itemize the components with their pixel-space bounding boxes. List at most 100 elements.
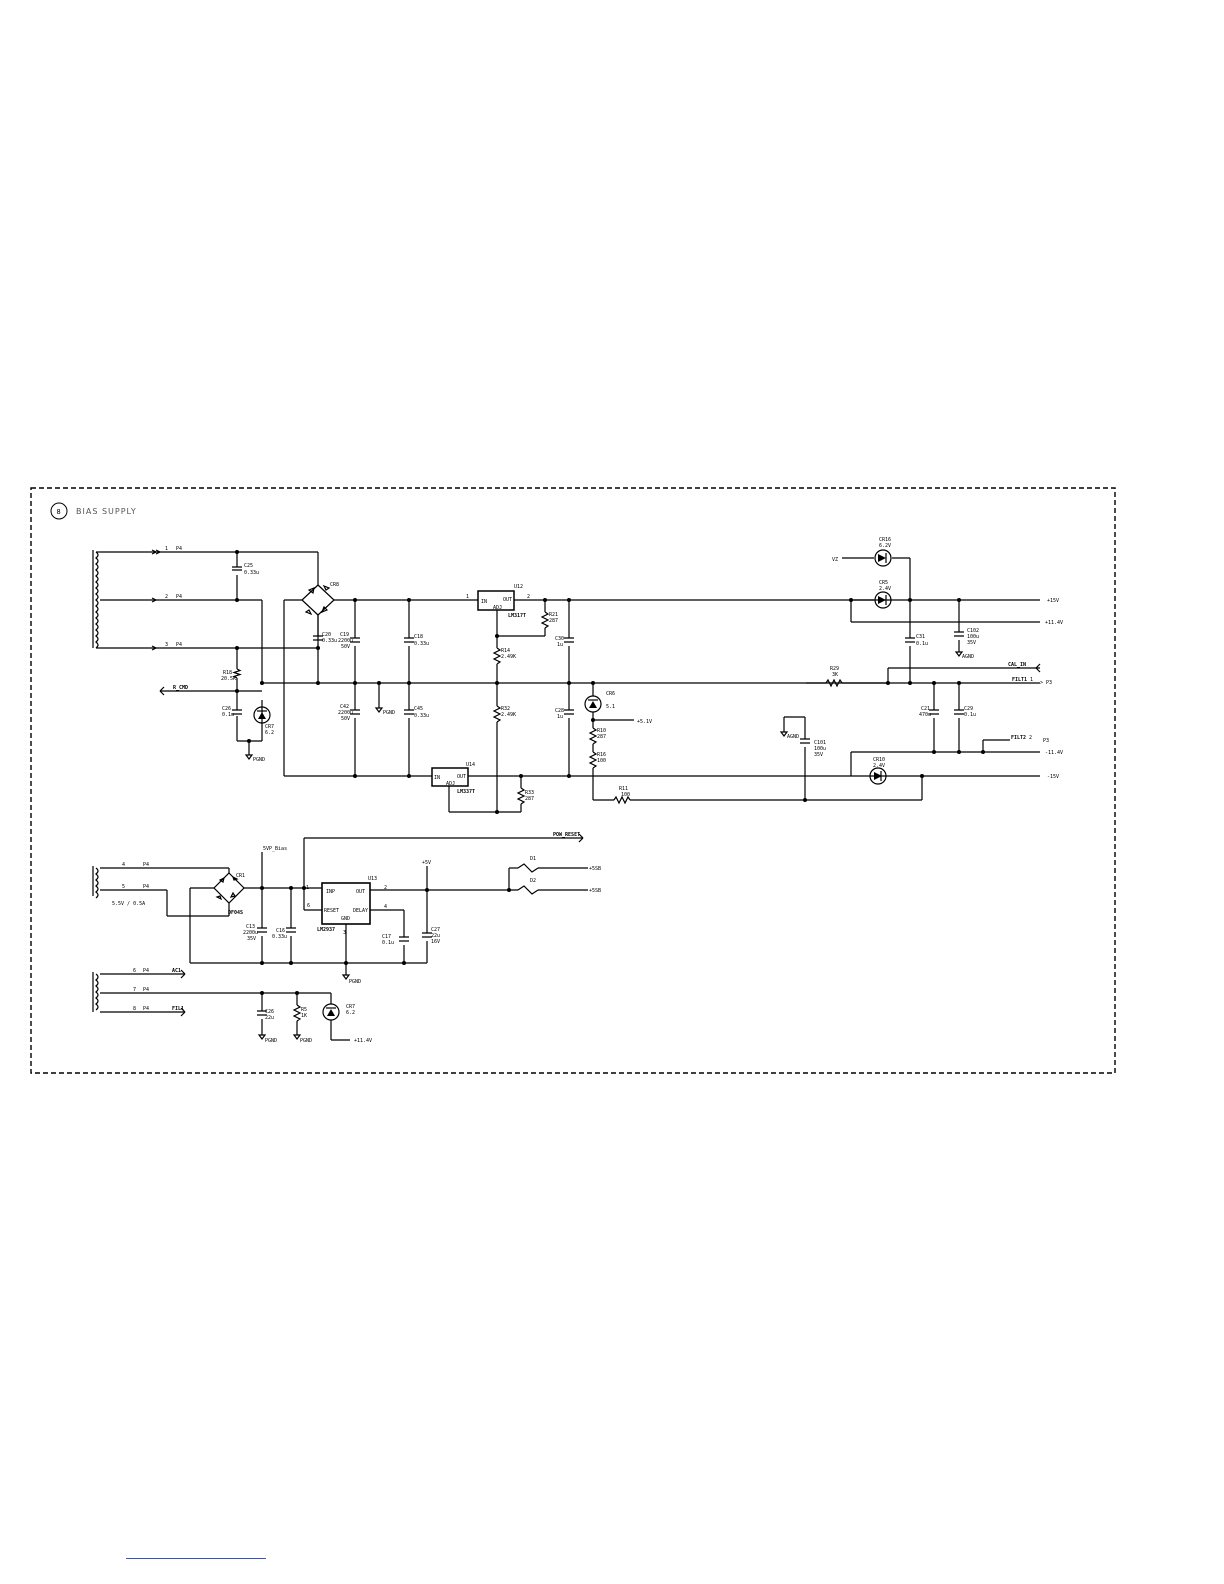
svg-text:-> P3: -> P3 (1037, 680, 1052, 686)
svg-text:C28: C28 (555, 708, 564, 714)
lower-components: C13 2200u 35V C16 0.33u C17 0.1u C27 22u… (243, 856, 539, 1022)
svg-text:CR7: CR7 (346, 1004, 355, 1010)
svg-text:CR5: CR5 (879, 580, 888, 586)
svg-text:5VP_Bias: 5VP_Bias (263, 846, 287, 852)
svg-text:ADJ: ADJ (493, 605, 502, 611)
section-number: 8 (57, 508, 61, 516)
svg-text:0.1u: 0.1u (382, 940, 394, 946)
svg-text:INP: INP (326, 889, 335, 895)
svg-text:R21: R21 (549, 612, 558, 618)
svg-text:C30: C30 (555, 636, 564, 642)
regulator-u13: INP GND OUT RESET DELAY GND U13 LM2937 (317, 876, 377, 933)
svg-text:DF04S: DF04S (228, 910, 243, 916)
svg-text:2.4V: 2.4V (873, 763, 885, 769)
svg-text:4: 4 (384, 904, 387, 910)
svg-text:C17: C17 (382, 934, 391, 940)
svg-text:LM317T: LM317T (508, 613, 526, 619)
section-title: BIAS SUPPLY (76, 507, 137, 516)
svg-text:1: 1 (165, 546, 168, 552)
svg-text:+11.4V: +11.4V (1045, 620, 1063, 626)
svg-text:C27: C27 (431, 927, 440, 933)
svg-text:PGND: PGND (383, 710, 395, 716)
svg-text:50V: 50V (341, 716, 350, 722)
bridge-cr1: CR1 DF04S (213, 872, 245, 916)
svg-text:0.33u: 0.33u (414, 713, 429, 719)
svg-text:35V: 35V (247, 936, 256, 942)
regulator-u14: IN OUT ADJ U14 LM337T (431, 762, 475, 795)
svg-text:1: 1 (1030, 677, 1033, 683)
svg-text:+5V: +5V (422, 860, 431, 866)
svg-text:C101: C101 (814, 740, 826, 746)
svg-text:FIL1: FIL1 (172, 1006, 184, 1012)
svg-text:100: 100 (597, 758, 606, 764)
svg-text:+5SB: +5SB (589, 888, 601, 894)
svg-text:U12: U12 (514, 584, 523, 590)
svg-text:2.49K: 2.49K (501, 712, 516, 718)
section-number-circle (50, 502, 68, 520)
svg-text:+5SB: +5SB (589, 866, 601, 872)
svg-text:6.2: 6.2 (265, 730, 274, 736)
svg-text:PGND: PGND (349, 979, 361, 985)
svg-text:0.33u: 0.33u (272, 934, 287, 940)
svg-text:287: 287 (597, 734, 606, 740)
svg-text:0.33u: 0.33u (322, 638, 337, 644)
upper-connectors: 1 P4 2 P4 3 P4 (151, 546, 182, 651)
svg-text:CR6: CR6 (606, 691, 615, 697)
svg-text:P4: P4 (143, 884, 149, 890)
svg-text:3K: 3K (832, 672, 838, 678)
svg-text:POW_RESET: POW_RESET (553, 832, 580, 838)
svg-text:AGND: AGND (787, 734, 799, 740)
upper-zeners: CR16 6.2V CR5 2.4V CR6 5.1 CR7 6.2 CR10 … (253, 537, 892, 785)
svg-text:0.33u: 0.33u (414, 641, 429, 647)
svg-text:IN: IN (481, 599, 487, 605)
svg-text:+11.4V: +11.4V (354, 1038, 372, 1044)
svg-text:LM2937: LM2937 (317, 927, 335, 933)
svg-text:16V: 16V (431, 939, 440, 945)
svg-text:R18: R18 (223, 670, 232, 676)
svg-text:100u: 100u (814, 746, 826, 752)
svg-text:C45: C45 (414, 706, 423, 712)
svg-text:C29: C29 (964, 706, 973, 712)
svg-text:PGND: PGND (300, 1038, 312, 1044)
svg-text:0.1u: 0.1u (964, 712, 976, 718)
footer-link-underline[interactable] (126, 1558, 266, 1559)
svg-text:6.2V: 6.2V (879, 543, 891, 549)
svg-text:GND: GND (341, 916, 350, 922)
svg-text:U13: U13 (368, 876, 377, 882)
svg-text:CR1: CR1 (236, 873, 245, 879)
svg-text:22u: 22u (265, 1015, 274, 1021)
svg-text:LM337T: LM337T (457, 789, 475, 795)
svg-text:D1: D1 (530, 856, 536, 862)
svg-text:OUT: OUT (356, 889, 365, 895)
svg-text:+15V: +15V (1047, 598, 1059, 604)
svg-text:C20: C20 (322, 632, 331, 638)
svg-text:R32: R32 (501, 706, 510, 712)
svg-text:4: 4 (122, 862, 125, 868)
svg-text:RESET: RESET (324, 908, 339, 914)
svg-text:R33: R33 (525, 790, 534, 796)
svg-text:CR10: CR10 (873, 757, 885, 763)
svg-text:6.2: 6.2 (346, 1010, 355, 1016)
svg-text:CR16: CR16 (879, 537, 891, 543)
svg-text:7: 7 (133, 987, 136, 993)
svg-text:P4: P4 (143, 968, 149, 974)
svg-text:2.49K: 2.49K (501, 654, 516, 660)
lower-wiring (100, 833, 588, 1041)
svg-text:C26: C26 (265, 1009, 274, 1015)
svg-text:2: 2 (384, 885, 387, 891)
svg-text:C26: C26 (222, 706, 231, 712)
svg-text:R29: R29 (830, 666, 839, 672)
svg-text:2: 2 (1029, 735, 1032, 741)
svg-text:PGND: PGND (265, 1038, 277, 1044)
svg-text:2200u: 2200u (243, 930, 258, 936)
svg-text:0.1u: 0.1u (916, 641, 928, 647)
svg-text:P4: P4 (143, 862, 149, 868)
svg-text:P3: P3 (1043, 738, 1049, 744)
svg-text:VZ: VZ (832, 557, 838, 563)
svg-text:C102: C102 (967, 628, 979, 634)
svg-text:U14: U14 (466, 762, 475, 768)
svg-text:50V: 50V (341, 644, 350, 650)
svg-text:P4: P4 (143, 1006, 149, 1012)
svg-text:CR7: CR7 (265, 724, 274, 730)
